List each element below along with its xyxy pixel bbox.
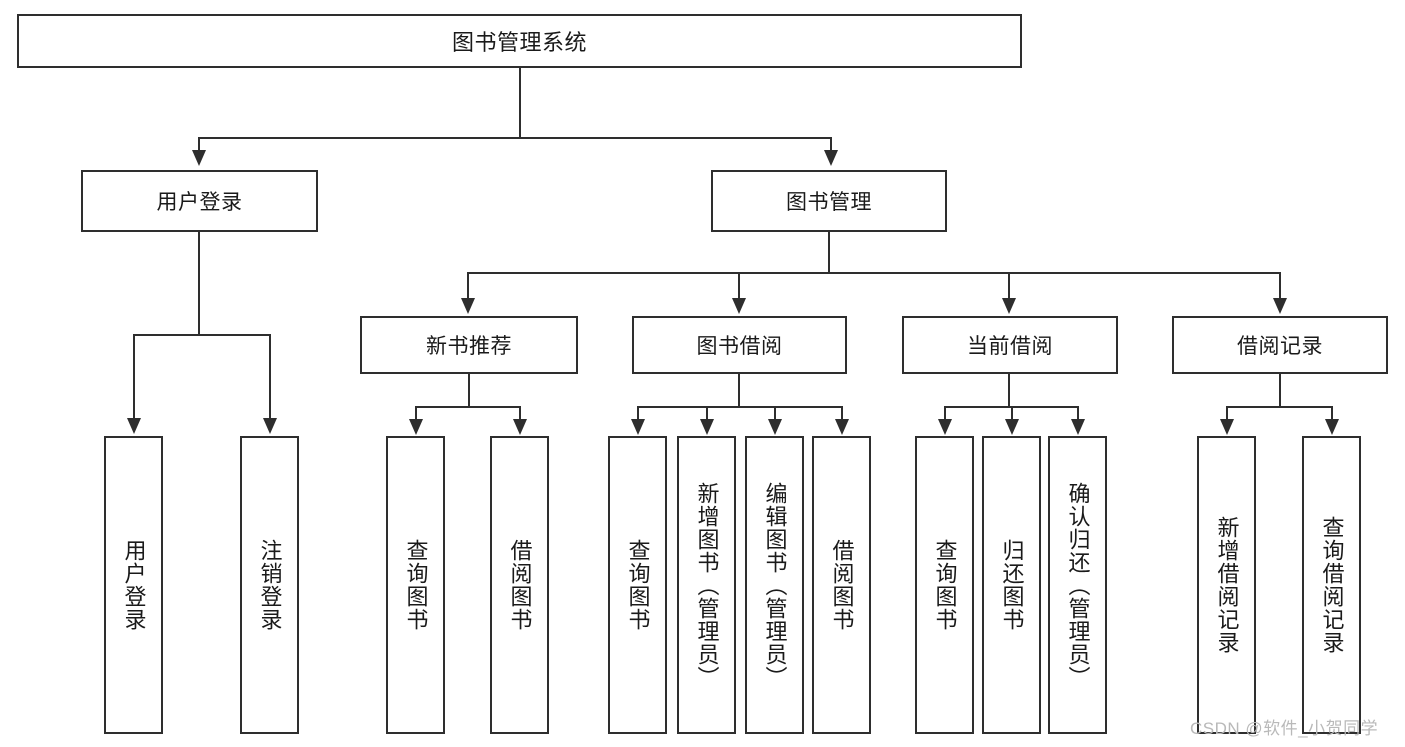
node-book-management[interactable]: 图书管理 (711, 170, 947, 232)
connector-bb-drop-1 (637, 406, 639, 420)
connector-bb-stem (738, 374, 740, 407)
connector-l3-drop-2 (738, 272, 740, 299)
arrow-to-leaf-user-login (127, 418, 141, 434)
node-borrow-record[interactable]: 借阅记录 (1172, 316, 1388, 374)
leaf-user-login[interactable]: 用户登录 (104, 436, 163, 734)
connector-bb-drop-2 (706, 406, 708, 420)
connector-user-login-bar (133, 334, 270, 336)
arrow-to-leaf-query-book-1 (409, 419, 423, 435)
arrow-to-leaf-add-book-admin (700, 419, 714, 435)
connector-br-bar (1226, 406, 1333, 408)
leaf-borrow-book-2[interactable]: 借阅图书 (812, 436, 871, 734)
connector-nbr-drop-1 (415, 406, 417, 420)
leaf-query-book-2[interactable]: 查询图书 (608, 436, 667, 734)
leaf-query-book-3[interactable]: 查询图书 (915, 436, 974, 734)
connector-cb-drop-2 (1011, 406, 1013, 420)
arrow-to-book-borrow (732, 298, 746, 314)
connector-book-management-bar (467, 272, 1279, 274)
leaf-add-borrow-record[interactable]: 新增借阅记录 (1197, 436, 1256, 734)
connector-user-login-drop-2 (269, 334, 271, 419)
watermark-text: CSDN @软件_小贺同学 (1190, 719, 1379, 738)
connector-bb-drop-4 (841, 406, 843, 420)
connector-nbr-stem (468, 374, 470, 407)
leaf-return-book[interactable]: 归还图书 (982, 436, 1041, 734)
node-new-book-recommend[interactable]: 新书推荐 (360, 316, 578, 374)
arrow-to-borrow-record (1273, 298, 1287, 314)
connector-l3-drop-1 (467, 272, 469, 299)
arrow-to-leaf-edit-book-admin (768, 419, 782, 435)
node-book-borrow[interactable]: 图书借阅 (632, 316, 847, 374)
arrow-to-leaf-query-book-3 (938, 419, 952, 435)
leaf-query-borrow-record[interactable]: 查询借阅记录 (1302, 436, 1361, 734)
connector-root-drop-left (198, 137, 200, 151)
arrow-to-leaf-logout-login (263, 418, 277, 434)
node-current-borrow[interactable]: 当前借阅 (902, 316, 1118, 374)
connector-bb-bar (637, 406, 843, 408)
leaf-logout-login[interactable]: 注销登录 (240, 436, 299, 734)
connector-br-drop-2 (1331, 406, 1333, 420)
connector-user-login-stem (198, 232, 200, 335)
leaf-edit-book-admin[interactable]: 编辑图书（管理员） (745, 436, 804, 734)
connector-root-bar (198, 137, 831, 139)
connector-l3-drop-4 (1279, 272, 1281, 299)
arrow-to-leaf-query-borrow-record (1325, 419, 1339, 435)
connector-book-management-stem (828, 232, 830, 274)
arrow-to-leaf-return-book (1005, 419, 1019, 435)
connector-nbr-bar (415, 406, 521, 408)
arrow-to-leaf-add-borrow-record (1220, 419, 1234, 435)
connector-root-drop-right (830, 137, 832, 151)
arrow-to-leaf-query-book-2 (631, 419, 645, 435)
connector-nbr-drop-2 (519, 406, 521, 420)
connector-user-login-drop-1 (133, 334, 135, 419)
leaf-confirm-return-admin[interactable]: 确认归还（管理员） (1048, 436, 1107, 734)
connector-cb-drop-3 (1077, 406, 1079, 420)
leaf-query-book-1[interactable]: 查询图书 (386, 436, 445, 734)
node-user-login[interactable]: 用户登录 (81, 170, 318, 232)
leaf-add-book-admin[interactable]: 新增图书（管理员） (677, 436, 736, 734)
arrow-to-leaf-borrow-book-1 (513, 419, 527, 435)
connector-bb-drop-3 (774, 406, 776, 420)
arrow-to-new-book-recommend (461, 298, 475, 314)
connector-cb-drop-1 (944, 406, 946, 420)
connector-cb-stem (1008, 374, 1010, 407)
arrow-to-user-login (192, 150, 206, 166)
connector-br-drop-1 (1226, 406, 1228, 420)
arrow-to-book-management (824, 150, 838, 166)
node-root[interactable]: 图书管理系统 (17, 14, 1022, 68)
connector-l3-drop-3 (1008, 272, 1010, 299)
leaf-borrow-book-1[interactable]: 借阅图书 (490, 436, 549, 734)
connector-root-stem (519, 68, 521, 138)
arrow-to-current-borrow (1002, 298, 1016, 314)
connector-br-stem (1279, 374, 1281, 407)
arrow-to-leaf-borrow-book-2 (835, 419, 849, 435)
arrow-to-leaf-confirm-return-admin (1071, 419, 1085, 435)
